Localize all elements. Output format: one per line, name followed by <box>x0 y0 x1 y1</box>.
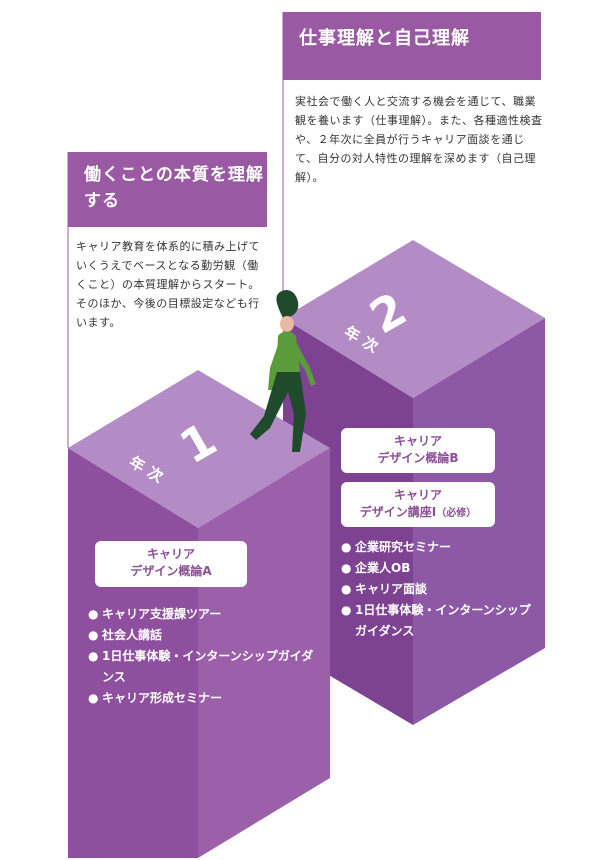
stage1-title: 働くことの本質を理解する <box>68 152 267 227</box>
course-pill-name: デザイン講座Ⅰ <box>359 505 437 519</box>
course-pill-design-lecture: キャリア デザイン講座Ⅰ（必修） <box>341 482 495 527</box>
required-note: （必修） <box>436 508 477 519</box>
course-pill-line1: キャリア <box>146 547 195 561</box>
list-item: ●キャリア面談 <box>341 582 428 596</box>
stage2-description: 実社会で働く人と交流する機会を通じて、職業観を養います（仕事理解）。また、各種適… <box>295 95 543 184</box>
course-pill-line2: デザイン講座Ⅰ（必修） <box>341 504 495 522</box>
walking-person-icon <box>250 290 316 452</box>
stage2-title: 仕事理解と自己理解 <box>283 12 541 80</box>
course-pill-line2: デザイン概論B <box>377 451 459 465</box>
course-pill-line1: キャリア <box>393 434 442 448</box>
course-pill-design-b: キャリア デザイン概論B <box>341 428 495 473</box>
list-item: ●企業研究セミナー <box>341 540 452 554</box>
list-item: ●企業人OB <box>341 561 411 575</box>
stage1-description: キャリア教育を体系的に積み上げていくうえでベースとなる勤労観（働くこと）の本質理… <box>76 240 260 329</box>
list-item: ●1日仕事体験・インターンシップガイダンス <box>341 603 531 638</box>
stage1-item-list: ●キャリア支援課ツアー ●社会人講話 ●1日仕事体験・インターンシップガイダンス… <box>88 604 320 709</box>
block2-top-face <box>283 240 545 398</box>
course-pill-line1: キャリア <box>393 488 442 502</box>
block1-top-face <box>68 370 330 528</box>
course-pill-line2: デザイン概論A <box>130 564 212 578</box>
stage2-item-list: ●企業研究セミナー ●企業人OB ●キャリア面談 ●1日仕事体験・インターンシッ… <box>341 537 531 642</box>
list-item: ●キャリア支援課ツアー <box>88 607 222 621</box>
list-item: ●1日仕事体験・インターンシップガイダンス <box>88 649 314 684</box>
list-item: ●キャリア形成セミナー <box>88 691 223 705</box>
list-item: ●社会人講話 <box>88 628 163 642</box>
course-pill-design-a: キャリア デザイン概論A <box>95 541 247 587</box>
